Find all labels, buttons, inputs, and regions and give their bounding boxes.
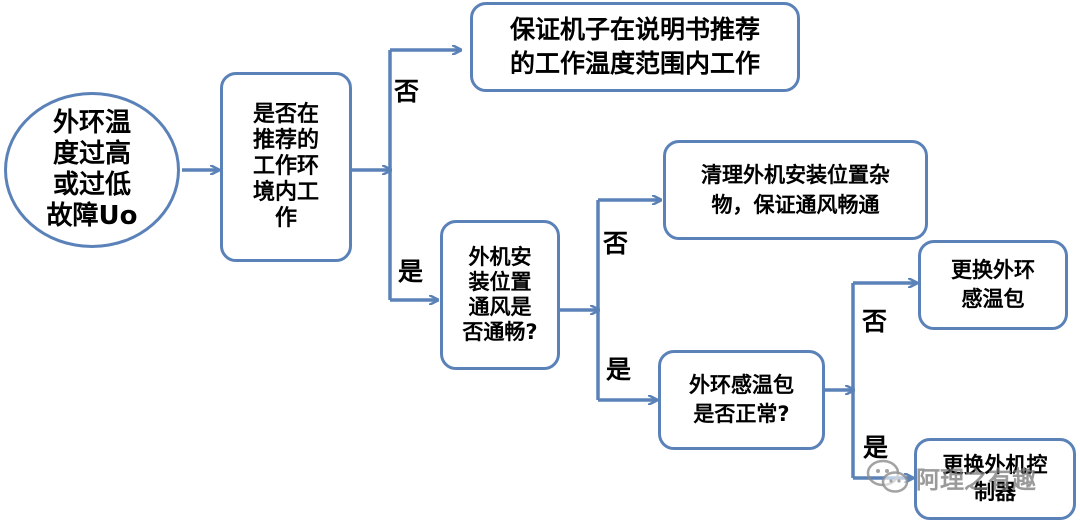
action-node-replace-sensor-text: 更换外环 感温包 [951,257,1035,311]
branch-label-yes-2: 是 [606,355,632,384]
action-node-recommended-temp-text: 保证机子在说明书推荐 的工作温度范围内工作 [509,15,760,78]
action-node-clean-debris-text: 清理外机安装位置杂 物，保证通风畅通 [701,162,890,217]
branch-label-no-1: 否 [394,77,420,106]
decision-node-environment-text: 是否在 推荐的 工作环 境内工 作 [252,102,319,231]
start-node: 外环温 度过高 或过低 故障Uo [4,92,180,248]
watermark: 阿理之有趣 [866,448,1056,506]
action-node-replace-sensor: 更换外环 感温包 [918,240,1068,330]
branch-label-no-3: 否 [862,307,888,336]
decision-node-ventilation: 外机安 装位置 通风是 否通畅? [440,220,560,370]
start-node-text: 外环温 度过高 或过低 故障Uo [46,107,138,232]
branch-label-yes-3: 是 [863,433,889,462]
decision-node-sensor-text: 外环感温包 是否正常? [689,372,794,426]
decision-node-ventilation-text: 外机安 装位置 通风是 否通畅? [462,245,538,344]
action-node-clean-debris: 清理外机安装位置杂 物，保证通风畅通 [663,140,928,240]
watermark-text: 阿理之有趣 [916,465,1036,494]
decision-node-sensor: 外环感温包 是否正常? [658,350,825,450]
branch-label-no-2: 否 [603,229,629,258]
action-node-recommended-temp: 保证机子在说明书推荐 的工作温度范围内工作 [470,2,800,92]
decision-node-environment: 是否在 推荐的 工作环 境内工 作 [220,72,352,262]
branch-label-yes-1: 是 [398,257,424,286]
action-node-replace-controller-text: 更换外机控 制器 [942,452,1048,504]
action-node-replace-controller: 更换外机控 制器 [914,438,1076,520]
wechat-icon [866,459,909,493]
